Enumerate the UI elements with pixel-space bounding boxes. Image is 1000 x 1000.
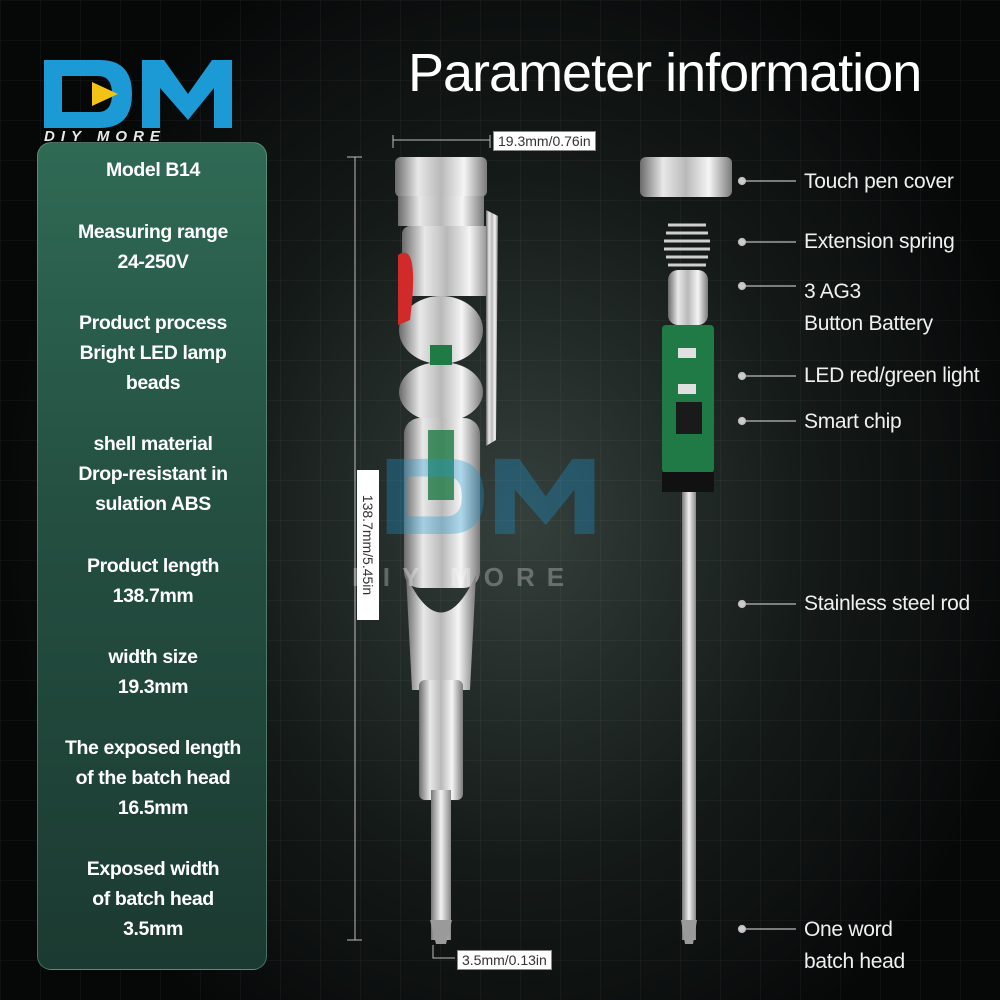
watermark-logo [386, 458, 595, 534]
part-extension-spring: Extension spring [804, 230, 955, 253]
length-dimension-label: 138.7mm/5.45in [357, 470, 379, 620]
part-led-light: LED red/green light [804, 364, 980, 387]
dimension-lines [347, 135, 491, 959]
part-smart-chip: Smart chip [804, 410, 902, 433]
width-dimension-label: 19.3mm/0.76in [493, 131, 596, 151]
part-steel-rod: Stainless steel rod [804, 592, 970, 615]
pen-tester-image [395, 157, 498, 944]
tip-dimension-label: 3.5mm/0.13in [457, 950, 552, 970]
brand-logo [44, 60, 232, 128]
watermark-subtitle: DIY MORE [352, 562, 577, 592]
page-title: Parameter information [408, 43, 922, 103]
part-touch-pen-cover: Touch pen cover [804, 170, 954, 193]
exploded-view-image [640, 157, 732, 944]
brand-logo-subtitle: DIY MORE [44, 128, 166, 145]
leader-lines [737, 176, 796, 934]
spec-model: Model B14 [106, 159, 200, 181]
